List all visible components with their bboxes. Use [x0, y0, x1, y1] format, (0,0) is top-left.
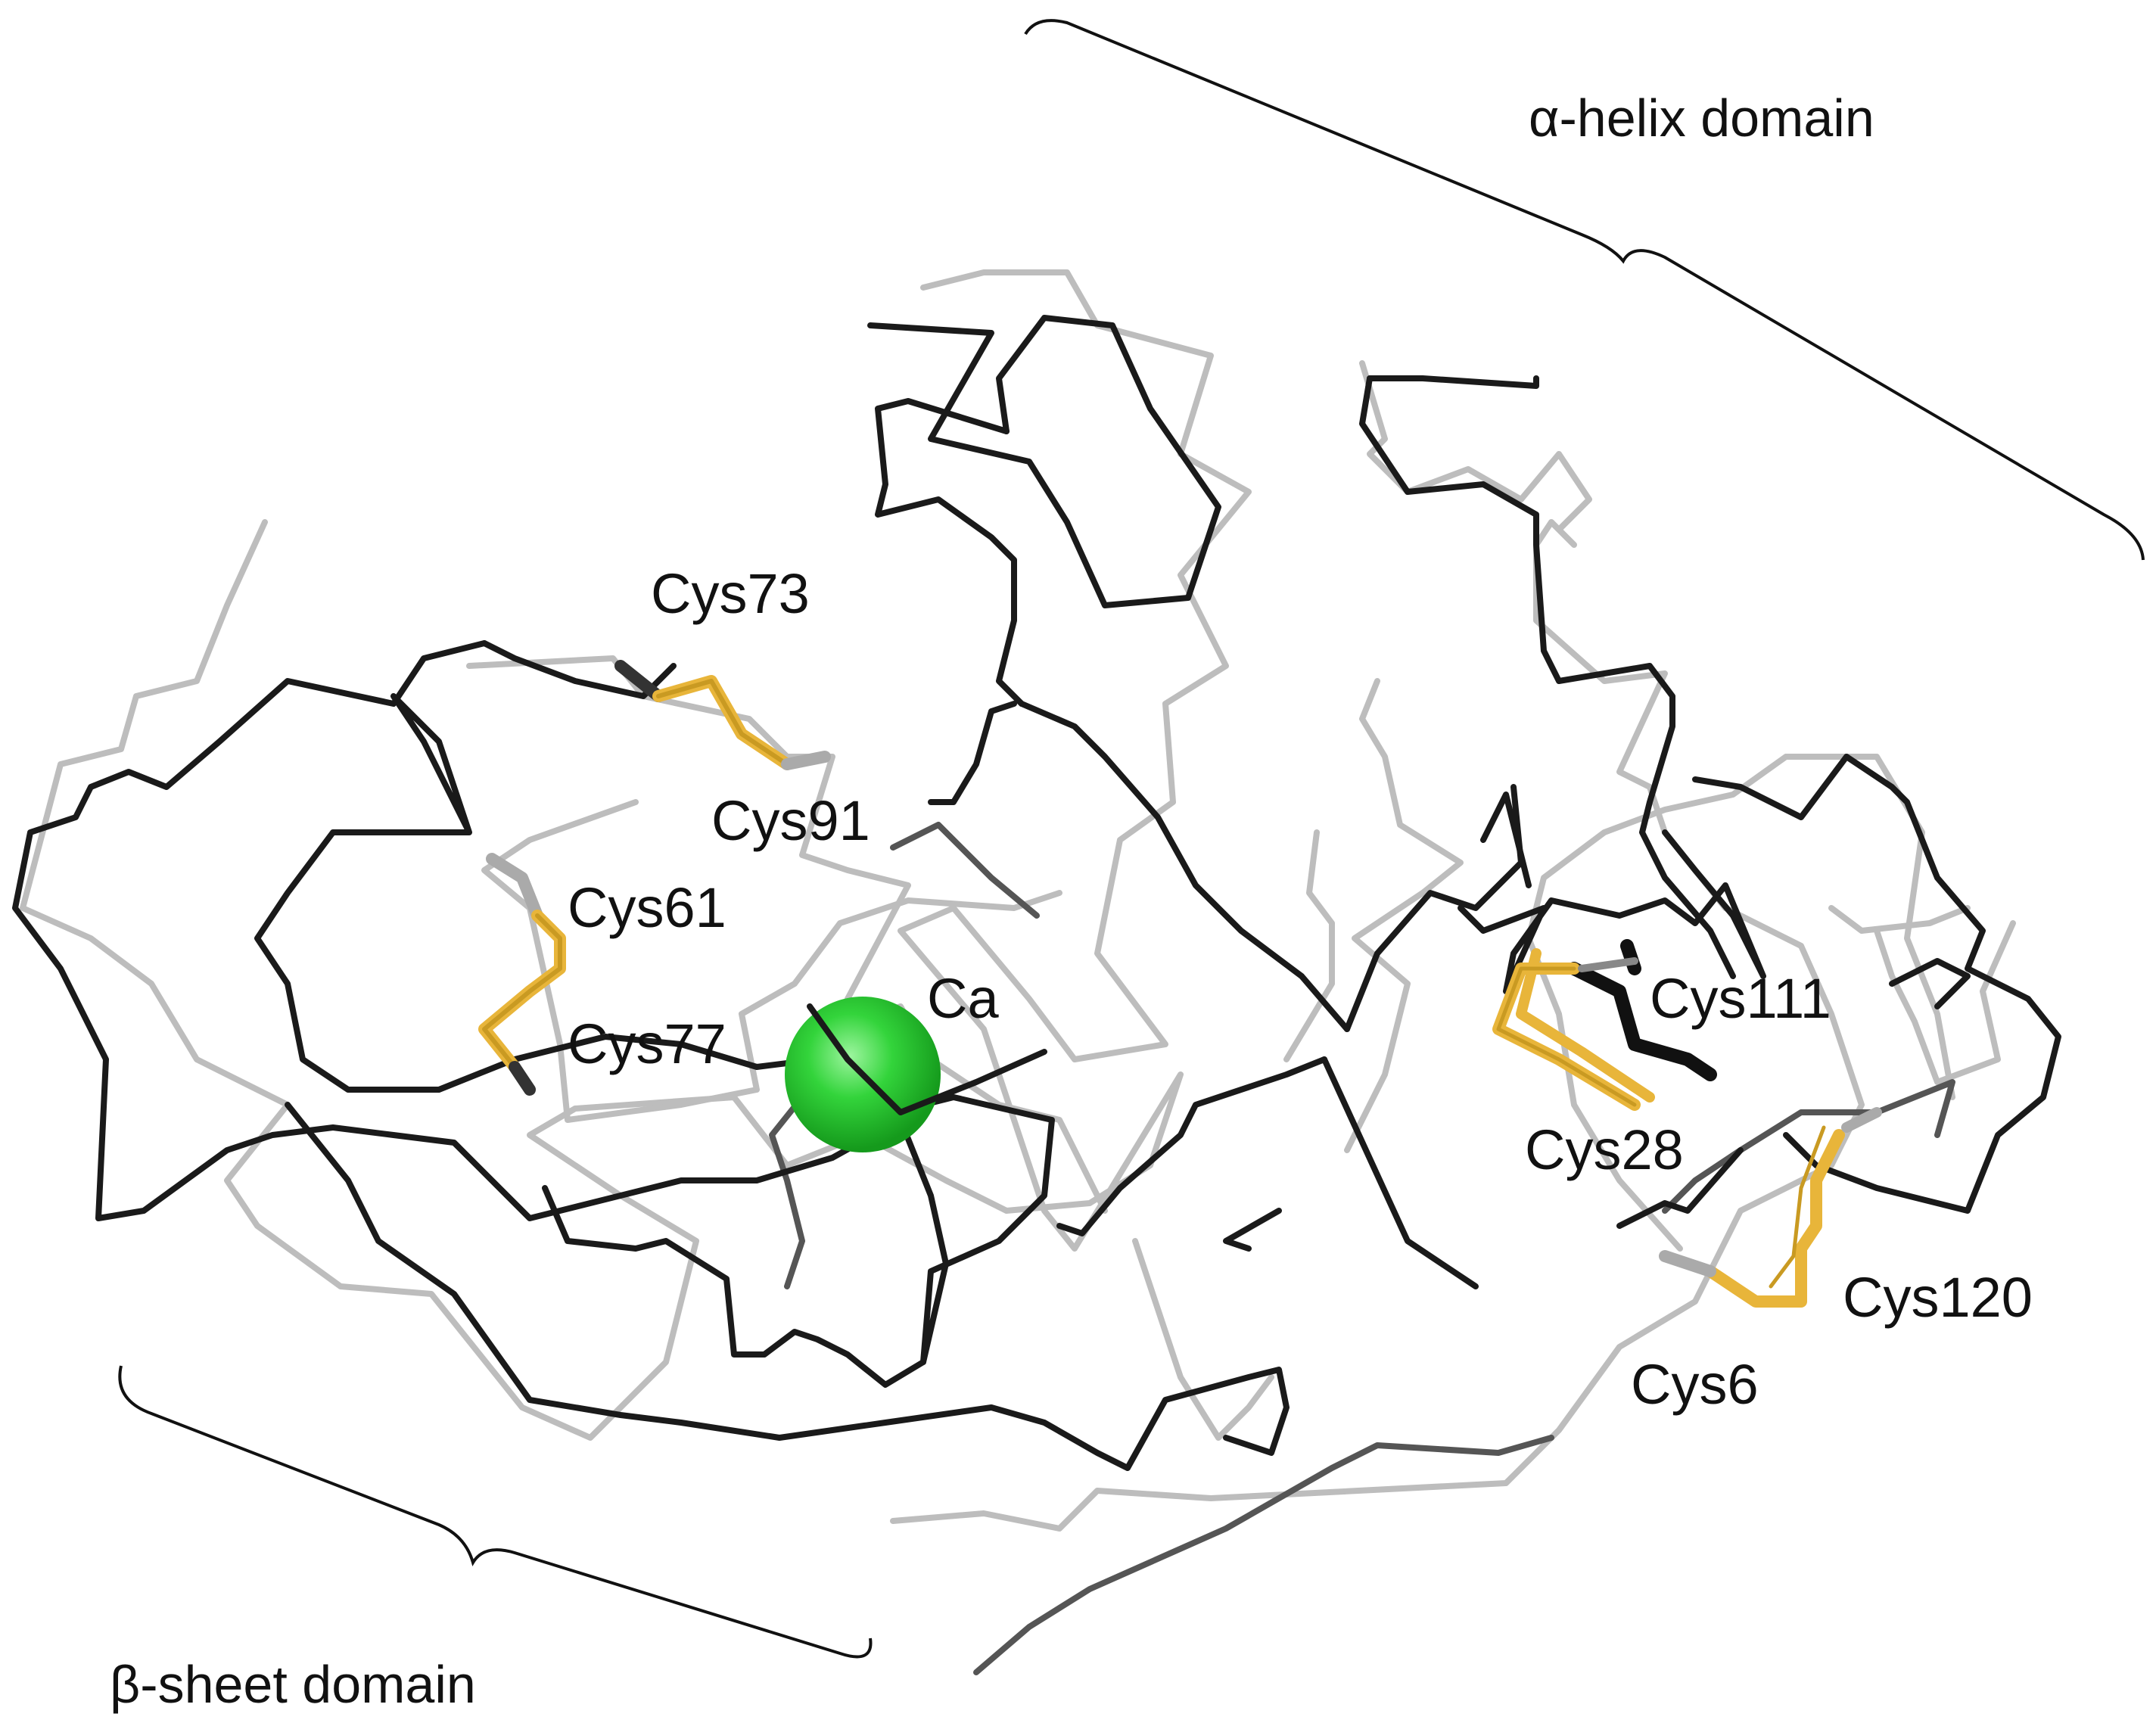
ca-label: Ca	[927, 967, 999, 1030]
cys6-label: Cys6	[1631, 1353, 1759, 1416]
backbone-trace-light	[20, 269, 2016, 1532]
disulfide-cys111-cys28	[1492, 939, 1717, 1111]
alpha-domain-label: α-helix domain	[1529, 89, 1874, 148]
disulfide-cys73-cys91	[614, 660, 831, 770]
backbone-trace-dark	[12, 315, 2061, 1471]
disulfide-cys61-cys77	[478, 853, 566, 1096]
cys77-label: Cys77	[568, 1012, 726, 1075]
cys73-label: Cys73	[651, 562, 810, 625]
beta-domain-brace	[118, 1365, 873, 1659]
disulfide-cys120-cys6	[1659, 1107, 1882, 1308]
beta-domain-label: β-sheet domain	[110, 1655, 476, 1714]
cys91-label: Cys91	[711, 789, 870, 852]
alpha-domain-brace	[1024, 19, 2145, 561]
calcium-overlay-trace	[807, 1003, 1047, 1115]
cys111-label: Cys111	[1650, 967, 1831, 1030]
cys61-label: Cys61	[568, 876, 726, 939]
cys120-label: Cys120	[1843, 1266, 2033, 1329]
backbone-trace-mid	[769, 822, 1955, 1675]
cys28-label: Cys28	[1525, 1118, 1684, 1181]
